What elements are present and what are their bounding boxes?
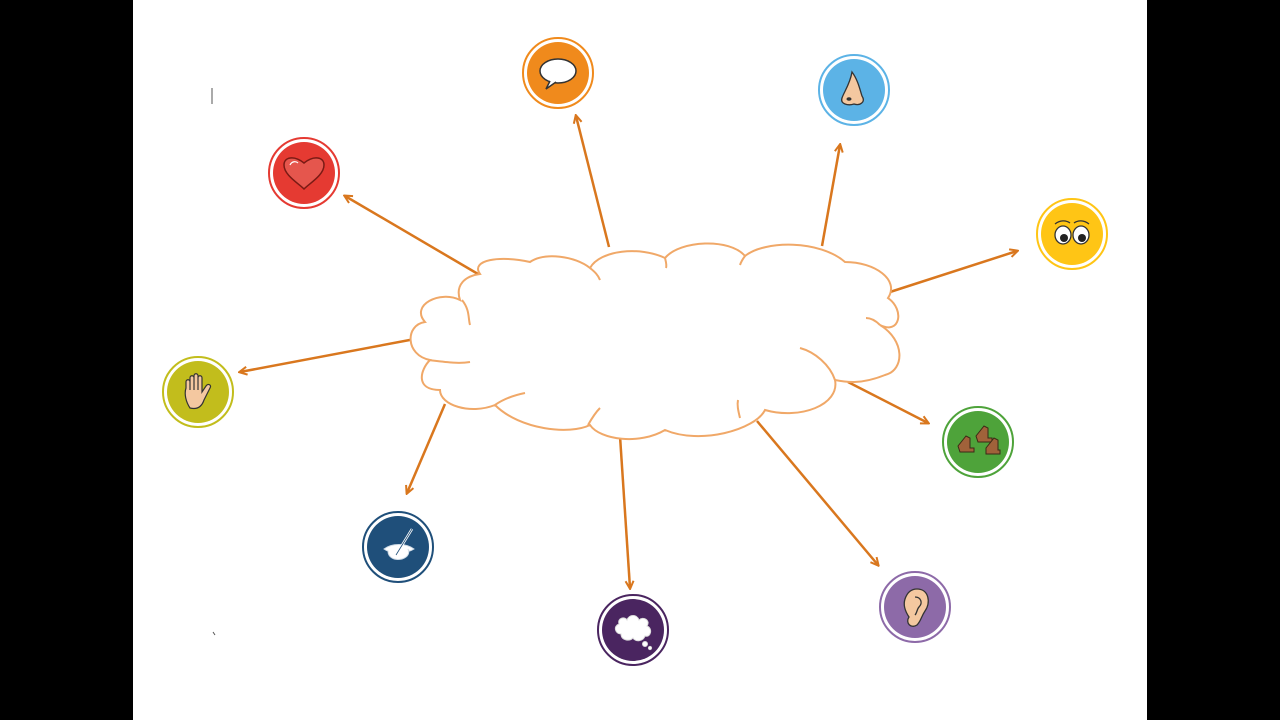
arrow-to-touch [240,337,416,372]
text-cursor-mark-bottom [212,631,216,636]
sight-node [1036,198,1108,270]
arrow-to-hearing [756,420,878,565]
arrow-to-sight [889,251,1017,294]
heart-icon [283,157,325,191]
sight-node-disc [1041,203,1103,265]
hand-icon [184,373,212,410]
feeling-node [268,137,340,209]
nose-icon [841,70,864,106]
thinking-node [597,594,669,666]
ear-icon [903,588,929,627]
central-cloud [409,242,901,441]
arrow-to-speech [576,116,611,248]
walking-feet-icon [957,425,1001,455]
thought-bubble-icon [614,615,653,651]
hearing-node [879,571,951,643]
touch-node [162,356,234,428]
arrow-to-writing [407,403,447,493]
arrow-to-smell [820,145,840,247]
movement-node [942,406,1014,478]
writing-hand-icon [383,528,415,560]
eyes-icon [1054,220,1090,245]
arrows-group [240,116,1017,588]
speech-node [522,37,594,109]
speech-bubble-icon [539,58,577,90]
arrow-to-feeling [345,196,479,276]
writing-node [362,511,434,583]
smell-node [818,54,890,126]
arrow-to-movement [847,380,928,423]
arrow-to-thinking [618,435,630,588]
